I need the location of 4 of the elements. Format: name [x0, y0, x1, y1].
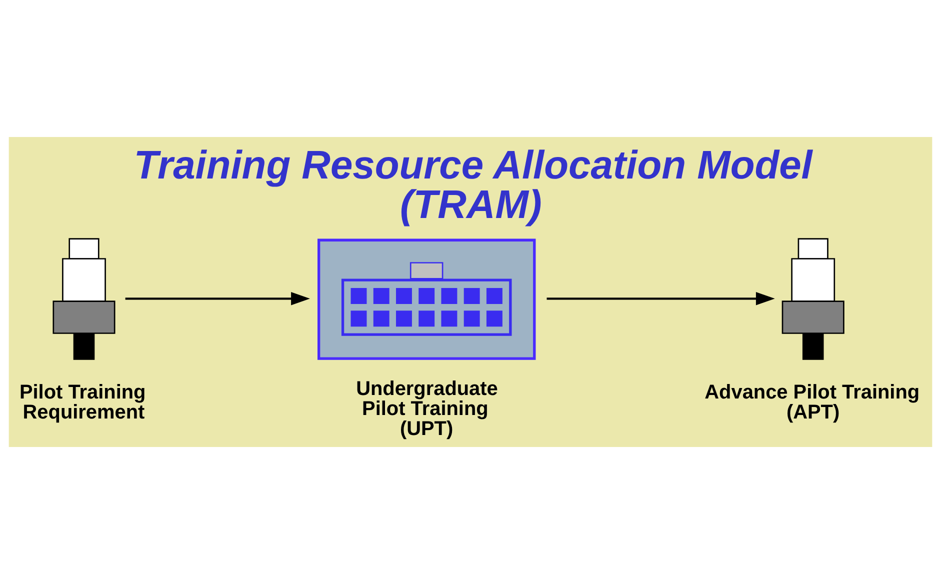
- diagram-title: Training Resource Allocation Model (TRAM): [134, 142, 812, 227]
- node-label: Advance Pilot Training (APT): [704, 380, 920, 423]
- node-label: Undergraduate Pilot Training (UPT): [356, 378, 498, 440]
- node-label: Pilot Training Requirement: [19, 380, 146, 423]
